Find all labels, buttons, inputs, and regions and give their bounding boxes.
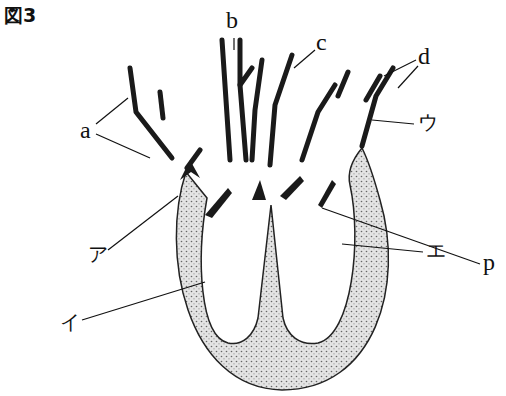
leader-lines: [82, 38, 480, 320]
part-label: ア: [88, 244, 108, 264]
part-label: イ: [60, 312, 80, 332]
vessel-walls: [130, 40, 393, 168]
part-label: ウ: [418, 112, 438, 132]
part-letter: d: [418, 44, 430, 68]
figure-number: 図3: [4, 6, 36, 25]
part-letter: c: [316, 30, 327, 54]
part-letter: a: [80, 118, 91, 142]
valve-flaps: [180, 160, 336, 218]
part-letter: b: [226, 8, 238, 32]
ventricle-wall: [176, 148, 388, 390]
part-label: エ: [426, 240, 446, 260]
part-letter: p: [483, 250, 495, 274]
